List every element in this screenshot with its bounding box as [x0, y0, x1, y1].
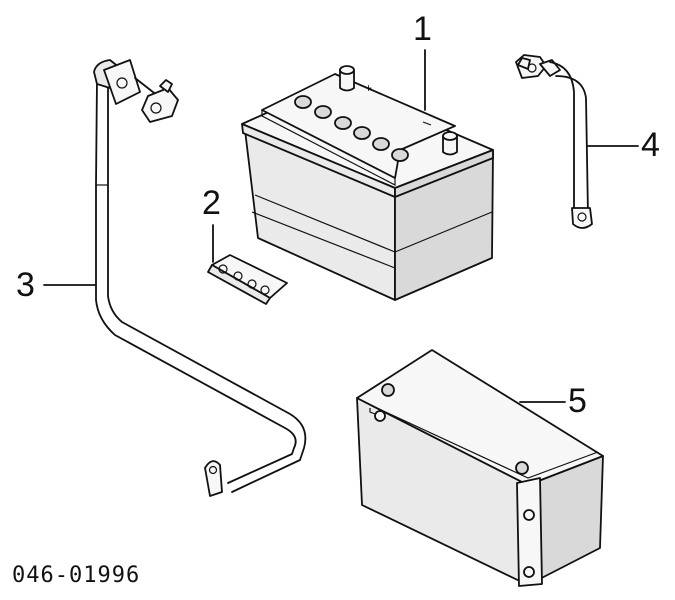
battery: + [241, 65, 494, 301]
callout-1: 1 [413, 10, 432, 48]
negative-terminal [422, 121, 458, 156]
battery-box [356, 349, 604, 587]
callout-4: 4 [641, 126, 660, 164]
cell-caps [294, 95, 409, 162]
callout-3: 3 [16, 266, 35, 304]
callout-5: 5 [568, 382, 587, 420]
positive-cable [515, 54, 593, 229]
svg-text:+: + [365, 81, 372, 95]
callout-2: 2 [202, 184, 221, 222]
diagram-code: 046-01996 [12, 563, 141, 588]
negative-cable [93, 59, 307, 497]
positive-terminal: + [339, 65, 372, 95]
hold-down-bracket [207, 254, 288, 305]
